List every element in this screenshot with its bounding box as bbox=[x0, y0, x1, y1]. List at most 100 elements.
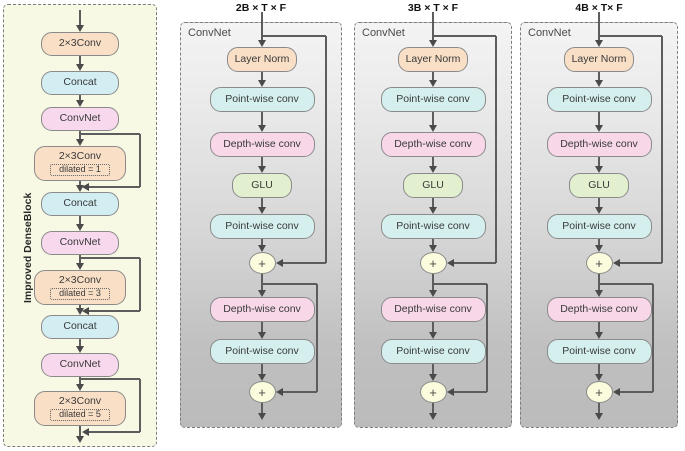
flow-1-3 bbox=[432, 198, 434, 208]
node-point-wise-conv-2-p1[interactable]: Point-wise conv bbox=[380, 214, 486, 239]
node-depth-wise-conv-1-p1[interactable]: Depth-wise conv bbox=[380, 132, 486, 157]
node-point-wise-conv-1-p2[interactable]: Point-wise conv bbox=[546, 87, 652, 112]
residual1-right-0 bbox=[325, 36, 327, 263]
flow-2-to-add2 bbox=[598, 364, 600, 375]
arrow-down-icon bbox=[428, 290, 437, 297]
arrow-down-icon bbox=[75, 139, 84, 146]
arrow-down-icon bbox=[594, 413, 603, 420]
node-point-wise-conv-3-p0[interactable]: Point-wise conv bbox=[209, 339, 315, 364]
node-convnet-c[interactable]: ConvNet bbox=[41, 353, 119, 377]
arrow-left-icon bbox=[276, 258, 283, 267]
arrow-down-icon bbox=[75, 346, 84, 353]
flow-arrow-3 bbox=[79, 181, 81, 186]
node-conv-2x3-dilated-1[interactable]: 2×3Conv dilated = 1 bbox=[34, 146, 126, 181]
denseblock-label: Improved DenseBlock bbox=[22, 192, 34, 303]
arrow-down-icon bbox=[75, 224, 84, 231]
node-glu-p1[interactable]: GLU bbox=[403, 173, 463, 198]
node-label: 2×3Conv bbox=[58, 149, 102, 162]
adder-2-p1[interactable]: + bbox=[419, 381, 447, 403]
panel-input-arrow-0 bbox=[261, 12, 263, 41]
residual1-bottom-0 bbox=[282, 262, 326, 264]
arrow-down-icon bbox=[75, 64, 84, 71]
arrow-down-icon bbox=[428, 125, 437, 132]
node-layer-norm-p0[interactable]: Layer Norm bbox=[227, 47, 297, 72]
panel-input-arrow-1 bbox=[432, 12, 434, 41]
node-concat-c[interactable]: Concat bbox=[41, 315, 119, 339]
arrow-down-icon bbox=[75, 308, 84, 315]
node-point-wise-conv-3-p1[interactable]: Point-wise conv bbox=[380, 339, 486, 364]
node-depth-wise-conv-1-p0[interactable]: Depth-wise conv bbox=[209, 132, 315, 157]
node-layer-norm-p1[interactable]: Layer Norm bbox=[398, 47, 468, 72]
flow-0-2 bbox=[261, 157, 263, 167]
skip-right-1 bbox=[139, 258, 141, 311]
arrow-down-icon bbox=[257, 245, 266, 252]
node-depth-wise-conv-2-p2[interactable]: Depth-wise conv bbox=[546, 297, 652, 322]
arrow-left-icon bbox=[82, 306, 89, 315]
arrow-down-icon bbox=[75, 25, 84, 32]
flow-1-2 bbox=[432, 157, 434, 167]
flow-0-1 bbox=[261, 112, 263, 126]
convnet-top-label-1: 3B × T × F bbox=[407, 2, 459, 14]
residual2-top-0 bbox=[262, 283, 317, 285]
skip-top-0 bbox=[80, 133, 140, 135]
adder-1-p2[interactable]: + bbox=[585, 252, 613, 274]
node-depth-wise-conv-2-p1[interactable]: Depth-wise conv bbox=[380, 297, 486, 322]
adder-2-p0[interactable]: + bbox=[248, 381, 276, 403]
node-point-wise-conv-3-p2[interactable]: Point-wise conv bbox=[546, 339, 652, 364]
flow-1-to-add2 bbox=[432, 364, 434, 375]
arrow-down-icon bbox=[428, 40, 437, 47]
skip-bottom-2 bbox=[88, 431, 140, 433]
arrow-down-icon bbox=[594, 80, 603, 87]
node-glu-p0[interactable]: GLU bbox=[232, 173, 292, 198]
arrow-down-icon bbox=[428, 80, 437, 87]
node-conv-2x3-a[interactable]: 2×3Conv bbox=[41, 32, 119, 56]
node-layer-norm-p2[interactable]: Layer Norm bbox=[564, 47, 634, 72]
arrow-down-icon bbox=[257, 332, 266, 339]
arrow-down-icon bbox=[594, 40, 603, 47]
node-point-wise-conv-2-p0[interactable]: Point-wise conv bbox=[209, 214, 315, 239]
node-convnet-b[interactable]: ConvNet bbox=[41, 231, 119, 255]
adder-2-p2[interactable]: + bbox=[585, 381, 613, 403]
node-concat-b[interactable]: Concat bbox=[41, 192, 119, 216]
node-label: 2×3Conv bbox=[58, 37, 102, 50]
node-concat-a[interactable]: Concat bbox=[41, 71, 119, 95]
node-glu-p2[interactable]: GLU bbox=[569, 173, 629, 198]
residual2-bottom-1 bbox=[453, 391, 487, 393]
node-point-wise-conv-2-p2[interactable]: Point-wise conv bbox=[546, 214, 652, 239]
residual1-top-1 bbox=[433, 35, 496, 37]
arrow-left-icon bbox=[82, 182, 89, 191]
panel-output-arrow-0 bbox=[261, 403, 263, 414]
adder-1-p0[interactable]: + bbox=[248, 252, 276, 274]
flow-arrow-6 bbox=[79, 305, 81, 309]
node-depth-wise-conv-2-p0[interactable]: Depth-wise conv bbox=[209, 297, 315, 322]
arrow-down-icon bbox=[257, 125, 266, 132]
arrow-down-icon bbox=[428, 374, 437, 381]
node-point-wise-conv-1-p1[interactable]: Point-wise conv bbox=[380, 87, 486, 112]
arrow-down-icon bbox=[428, 413, 437, 420]
node-sublabel: dilated = 1 bbox=[50, 164, 110, 177]
skip-right-2 bbox=[139, 379, 141, 432]
arrow-down-icon bbox=[75, 384, 84, 391]
residual1-bottom-1 bbox=[453, 262, 496, 264]
flow-2-2 bbox=[598, 157, 600, 167]
node-label: ConvNet bbox=[59, 236, 101, 249]
flow-2-0 bbox=[598, 72, 600, 81]
flow-1-add1-out bbox=[432, 274, 434, 291]
arrow-down-icon bbox=[75, 263, 84, 270]
flow-2-1 bbox=[598, 112, 600, 126]
residual1-right-2 bbox=[661, 36, 663, 263]
node-convnet-a[interactable]: ConvNet bbox=[41, 107, 119, 131]
node-point-wise-conv-1-p0[interactable]: Point-wise conv bbox=[209, 87, 315, 112]
flow-arrow-1 bbox=[79, 95, 81, 101]
panel-output-arrow-1 bbox=[432, 403, 434, 414]
arrow-down-icon bbox=[257, 80, 266, 87]
flow-1-0 bbox=[432, 72, 434, 81]
node-depth-wise-conv-1-p2[interactable]: Depth-wise conv bbox=[546, 132, 652, 157]
skip-right-0 bbox=[139, 134, 141, 187]
flow-arrow-2 bbox=[79, 131, 81, 140]
adder-1-p1[interactable]: + bbox=[419, 252, 447, 274]
residual2-bottom-0 bbox=[282, 391, 317, 393]
